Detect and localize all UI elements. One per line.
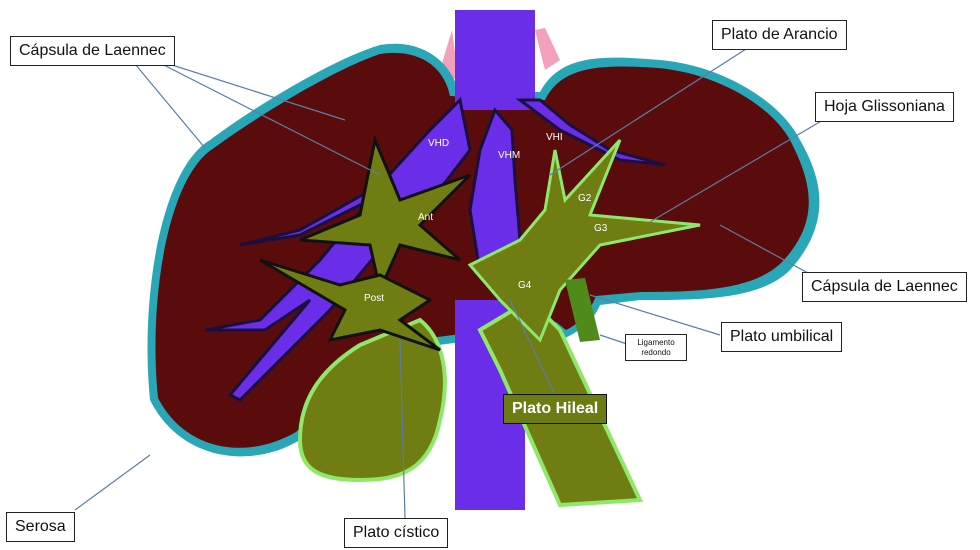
vessel-label-vhm: VHM (498, 150, 520, 161)
label-plato-arancio: Plato de Arancio (712, 20, 847, 50)
label-ligamento-redondo: Ligamento redondo (625, 334, 687, 361)
segment-label-ant: Ant (418, 212, 433, 223)
label-hoja-glissoniana: Hoja Glissoniana (815, 92, 954, 122)
label-serosa: Serosa (6, 512, 75, 542)
label-plato-hileal: Plato Hileal (503, 394, 607, 424)
segment-label-g2: G2 (578, 193, 592, 204)
label-plato-cistico: Plato cístico (344, 518, 448, 548)
label-plato-umbilical: Plato umbilical (721, 322, 842, 352)
segment-label-post: Post (364, 293, 384, 304)
vessel-label-vhd: VHD (428, 138, 449, 149)
vessel-label-vhi: VHI (546, 132, 563, 143)
segment-label-g3: G3 (594, 223, 608, 234)
segment-label-g4: G4 (518, 280, 532, 291)
serosa-accent-right (535, 28, 560, 70)
vena-cava-upper (455, 10, 535, 110)
label-capsula-laennec-top: Cápsula de Laennec (10, 36, 175, 66)
label-capsula-laennec-right: Cápsula de Laennec (802, 272, 967, 302)
